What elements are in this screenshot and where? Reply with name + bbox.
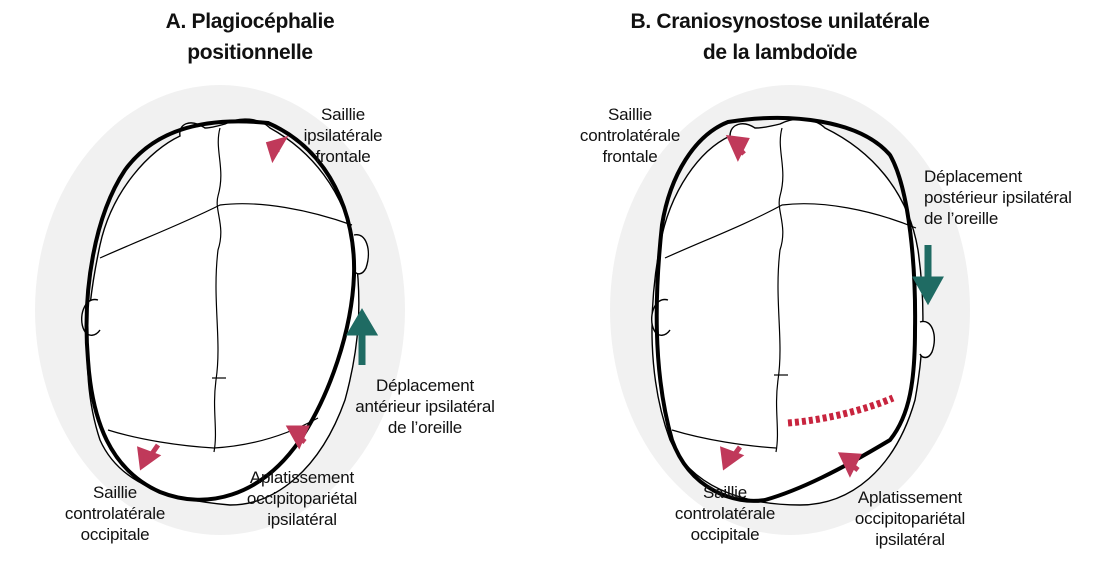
label-ear-displacement-b: Déplacement postérieur ipsilatéral de l’… bbox=[924, 166, 1120, 229]
label-frontal-a-2: ipsilatérale bbox=[278, 125, 408, 146]
label-occipital-a-2: controlatérale bbox=[50, 503, 180, 524]
label-occipital-bulge-b: Saillie controlatérale occipitale bbox=[660, 482, 790, 545]
panel-lambdoid-craniosynostosis: B. Craniosynostose unilatérale de la lam… bbox=[560, 0, 1120, 563]
label-frontal-bulge-a: Saillie ipsilatérale frontale bbox=[278, 104, 408, 167]
label-frontal-bulge-b: Saillie controlatérale frontale bbox=[550, 104, 710, 167]
panel-positional-plagiocephaly: A. Plagiocéphalie positionnelle Saillie … bbox=[0, 0, 560, 563]
label-occipital-b-3: occipitale bbox=[660, 524, 790, 545]
label-frontal-b-2: controlatérale bbox=[550, 125, 710, 146]
skull-outline-b bbox=[652, 119, 923, 505]
label-flattening-a-1: Aplatissement bbox=[222, 467, 382, 488]
label-ear-a-1: Déplacement bbox=[335, 375, 515, 396]
label-flattening-a-3: ipsilatéral bbox=[222, 509, 382, 530]
label-occipital-bulge-a: Saillie controlatérale occipitale bbox=[50, 482, 180, 545]
label-ear-a-2: antérieur ipsilatéral bbox=[335, 396, 515, 417]
label-occipital-a-3: occipitale bbox=[50, 524, 180, 545]
label-ear-a-3: de l’oreille bbox=[335, 417, 515, 438]
label-flattening-b: Aplatissement occipitopariétal ipsilatér… bbox=[830, 487, 990, 550]
label-flattening-b-3: ipsilatéral bbox=[830, 529, 990, 550]
label-frontal-a-3: frontale bbox=[278, 146, 408, 167]
label-frontal-b-3: frontale bbox=[550, 146, 710, 167]
label-occipital-b-2: controlatérale bbox=[660, 503, 790, 524]
label-ear-b-2: postérieur ipsilatéral bbox=[924, 187, 1120, 208]
label-frontal-a-1: Saillie bbox=[278, 104, 408, 125]
label-flattening-a-2: occipitopariétal bbox=[222, 488, 382, 509]
label-ear-b-3: de l’oreille bbox=[924, 208, 1120, 229]
label-flattening-b-1: Aplatissement bbox=[830, 487, 990, 508]
label-ear-displacement-a: Déplacement antérieur ipsilatéral de l’o… bbox=[335, 375, 515, 438]
label-flattening-b-2: occipitopariétal bbox=[830, 508, 990, 529]
right-ear-a bbox=[354, 235, 368, 274]
label-frontal-b-1: Saillie bbox=[550, 104, 710, 125]
skull-diagram-b bbox=[560, 0, 1120, 563]
label-flattening-a: Aplatissement occipitopariétal ipsilatér… bbox=[222, 467, 382, 530]
label-occipital-b-1: Saillie bbox=[660, 482, 790, 503]
right-ear-b bbox=[920, 321, 934, 357]
label-ear-b-1: Déplacement bbox=[924, 166, 1120, 187]
label-occipital-a-1: Saillie bbox=[50, 482, 180, 503]
